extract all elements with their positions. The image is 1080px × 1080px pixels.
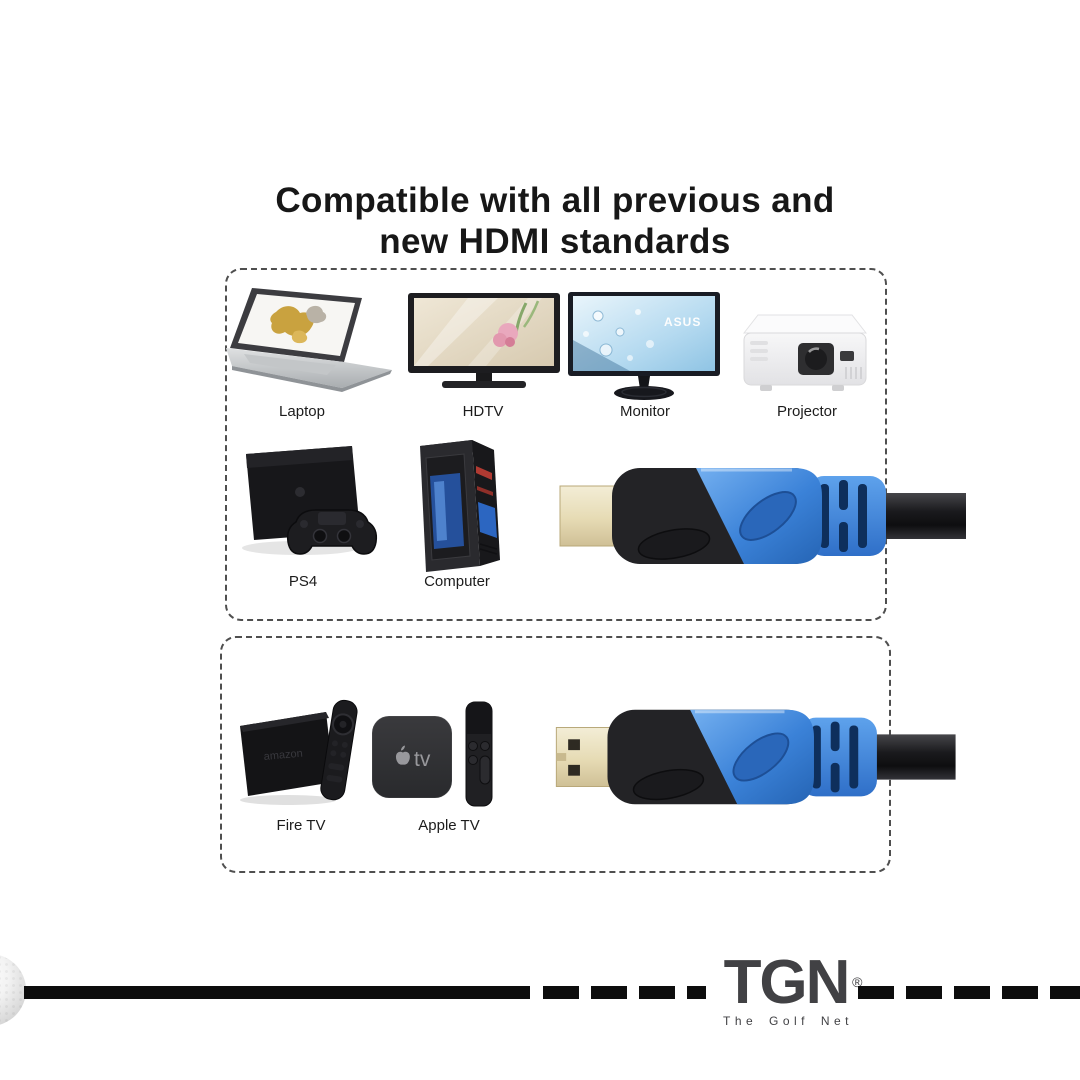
fire-tv-image: amazon [234, 696, 366, 810]
brand-logo: TGN® The Golf Net [710, 948, 863, 1029]
label-monitor: Monitor [619, 403, 671, 420]
label-laptop: Laptop [279, 403, 325, 420]
projector-image [734, 303, 874, 403]
fire-tv-brand-text: amazon [263, 748, 303, 763]
hdmi-cable-image-2 [548, 698, 960, 816]
page-title: Compatible with all previous and new HDM… [15, 180, 1080, 262]
hdtv-image [408, 293, 560, 395]
apple-tv-image: tv [370, 700, 496, 810]
brand-name: TGN® [723, 948, 863, 1017]
compatibility-box-1 [225, 268, 887, 621]
golf-ball-image [0, 954, 26, 1026]
computer-image [410, 436, 505, 576]
monitor-screen-brand-text: ASUS [664, 315, 701, 329]
label-ps4: PS4 [288, 573, 318, 590]
brand-tagline: The Golf Net [722, 1014, 854, 1028]
label-projector: Projector [776, 403, 838, 420]
brand-line-dashed-right [858, 986, 1080, 999]
laptop-image [224, 284, 396, 396]
page-title-line2: new HDMI standards [379, 222, 731, 261]
brand-line-solid [24, 986, 530, 999]
apple-tv-logo-text: tv [414, 748, 431, 771]
label-apple-tv: Apple TV [418, 817, 480, 834]
label-computer: Computer [424, 573, 490, 590]
hdmi-cable-image-1 [556, 456, 966, 576]
monitor-image: ASUS [568, 292, 720, 402]
registered-trademark-symbol: ® [852, 974, 863, 990]
ps4-image [228, 440, 380, 568]
label-fire-tv: Fire TV [276, 817, 326, 834]
page-title-line1: Compatible with all previous and [275, 181, 835, 220]
label-hdtv: HDTV [462, 403, 504, 420]
brand-line-dashed-left [543, 986, 706, 999]
